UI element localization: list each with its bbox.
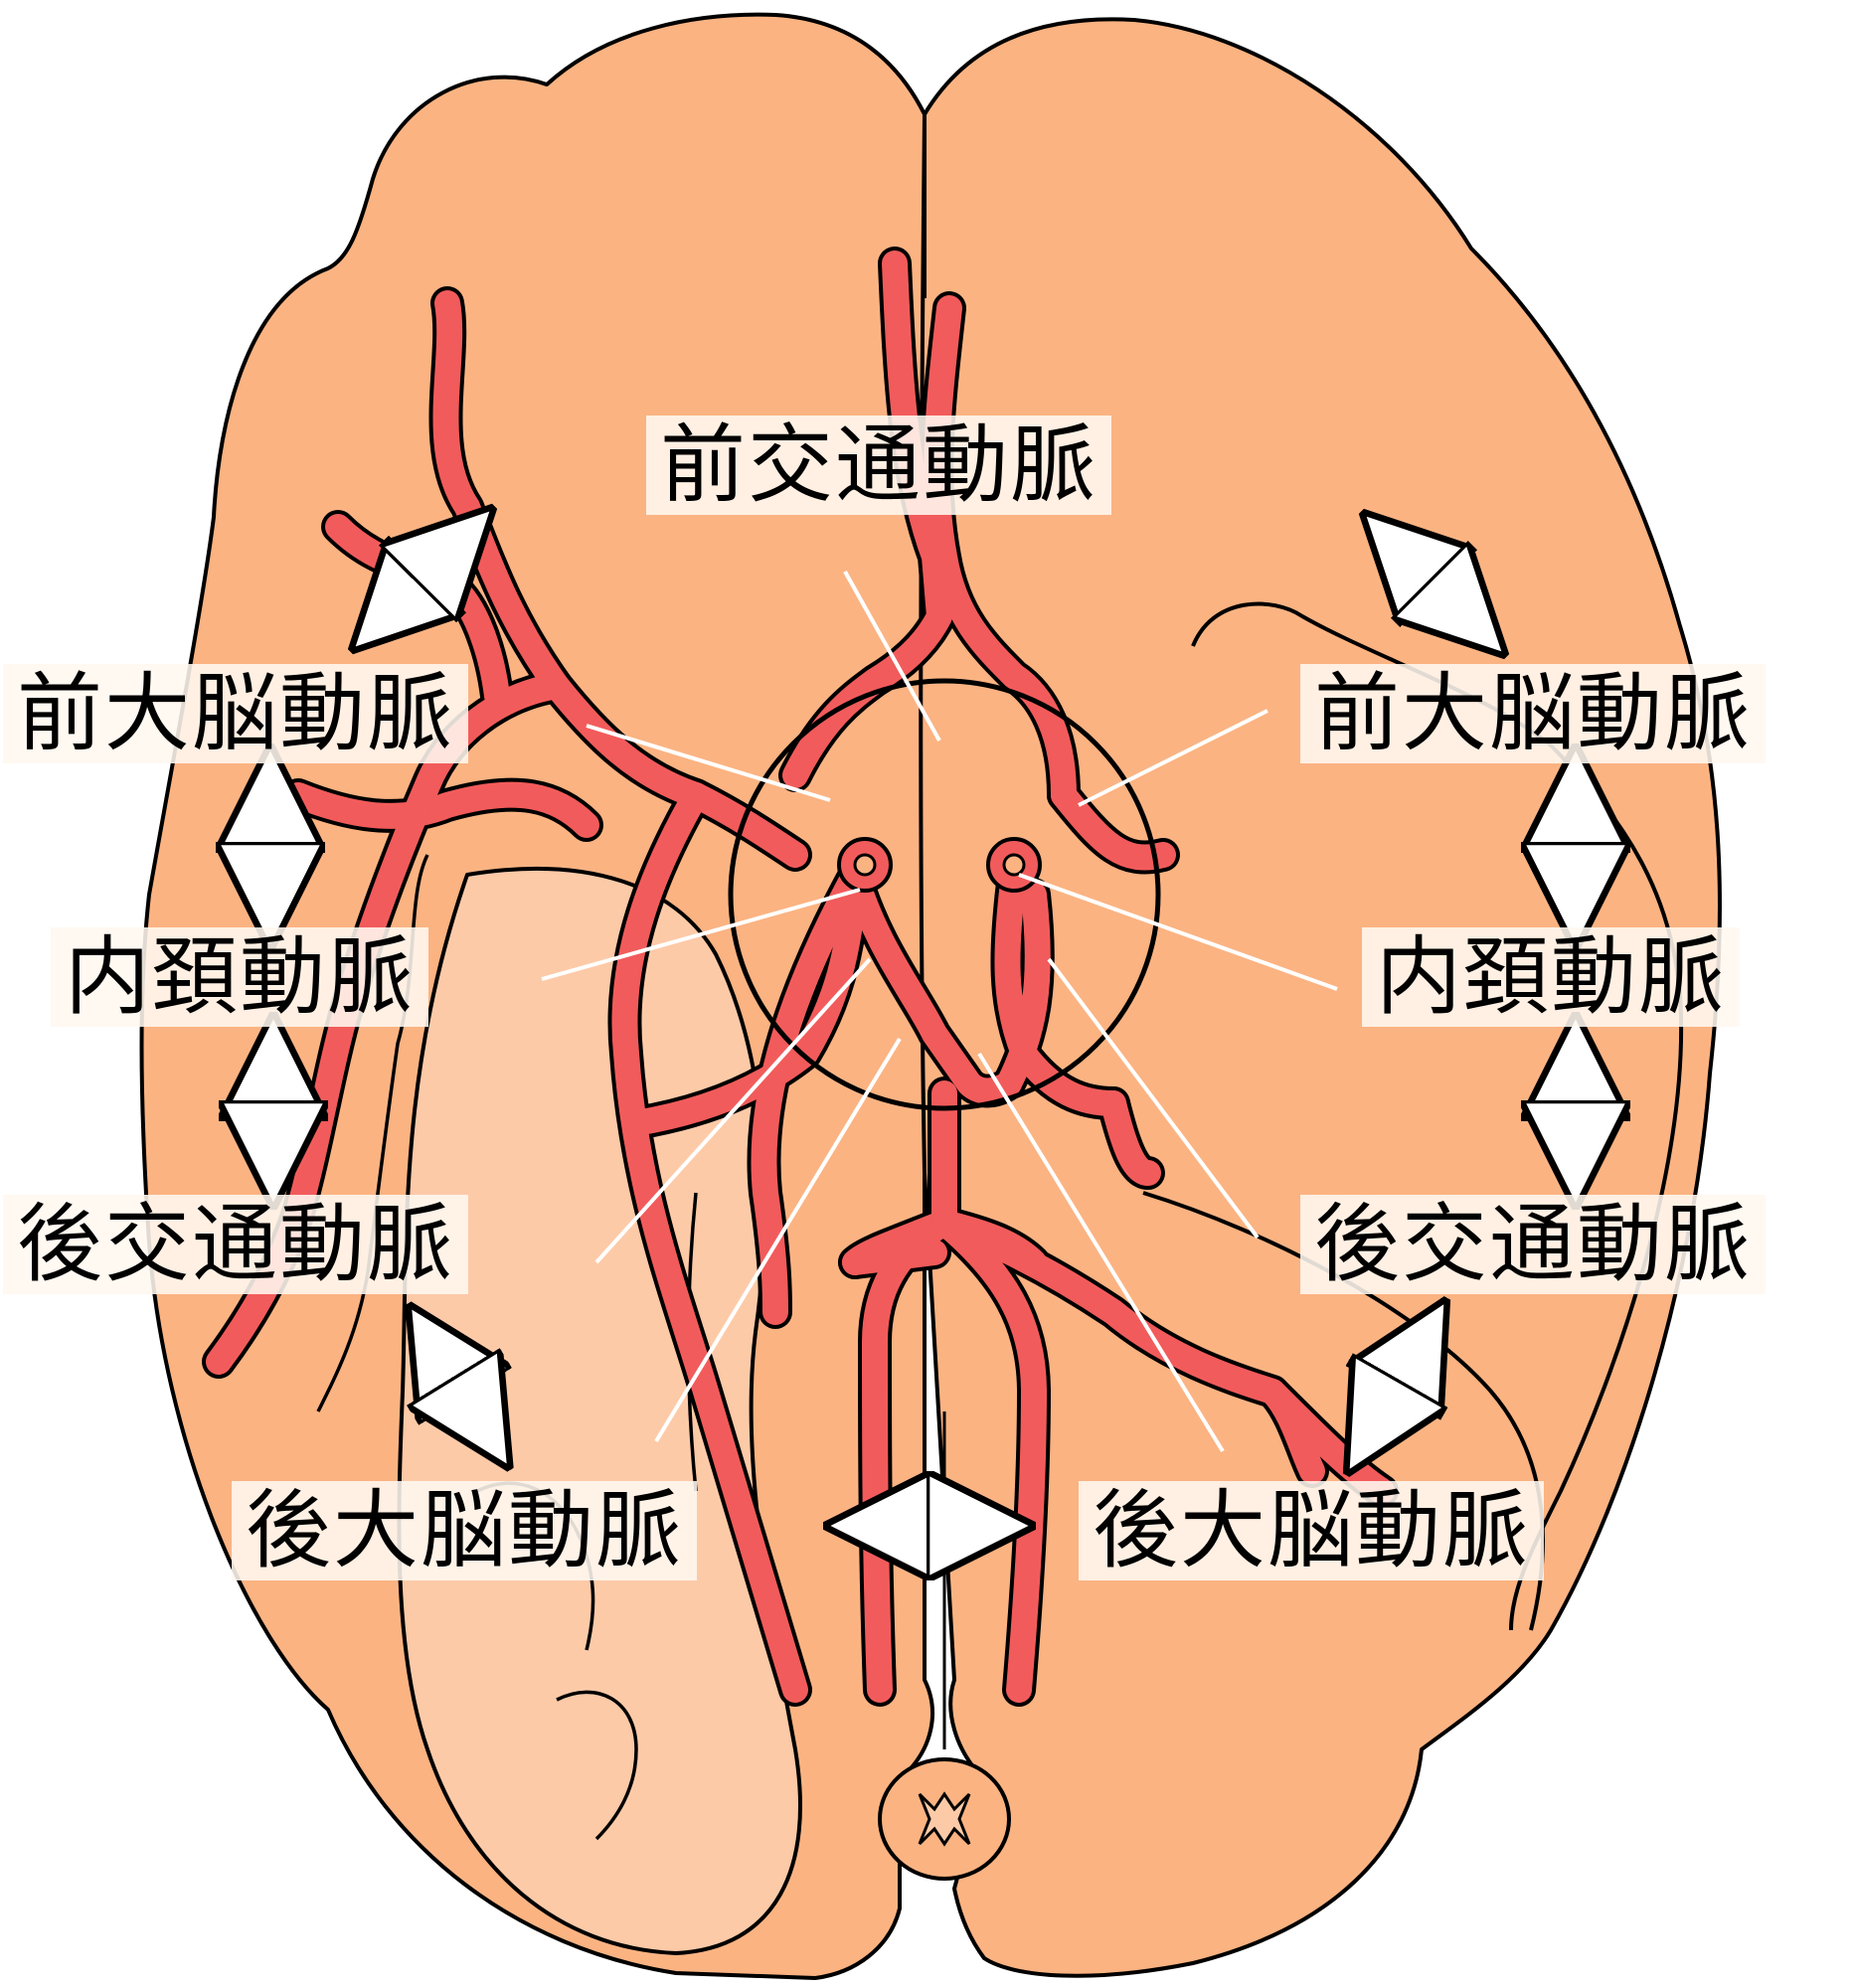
pointer-lines [541,571,1338,1453]
left-temporal-light [397,866,802,1955]
arrow-pca-right [1357,1317,1436,1456]
label-posterior-cerebral-artery-left: 後大脳動脈 [232,1481,697,1580]
label-posterior-cerebral-artery-right: 後大脳動脈 [1079,1481,1544,1580]
label-anterior-cerebral-artery-right: 前大脳動脈 [1300,664,1766,763]
circle-of-willis-ring [728,678,1161,1111]
arrow-aca-right [1377,527,1491,641]
label-anterior-cerebral-artery-left: 前大脳動脈 [3,664,468,763]
label-internal-carotid-artery-right: 内頚動脈 [1362,927,1740,1027]
arrow-aca-left [366,522,479,636]
label-internal-carotid-artery-left: 内頚動脈 [51,927,428,1027]
spinal-cord [878,1411,1011,1881]
label-posterior-communicating-artery-right: 後交通動脈 [1300,1195,1766,1294]
arrow-pca-left [420,1322,499,1451]
label-anterior-communicating-artery: 前交通動脈 [646,415,1111,515]
label-posterior-communicating-artery-left: 後交通動脈 [3,1195,468,1294]
